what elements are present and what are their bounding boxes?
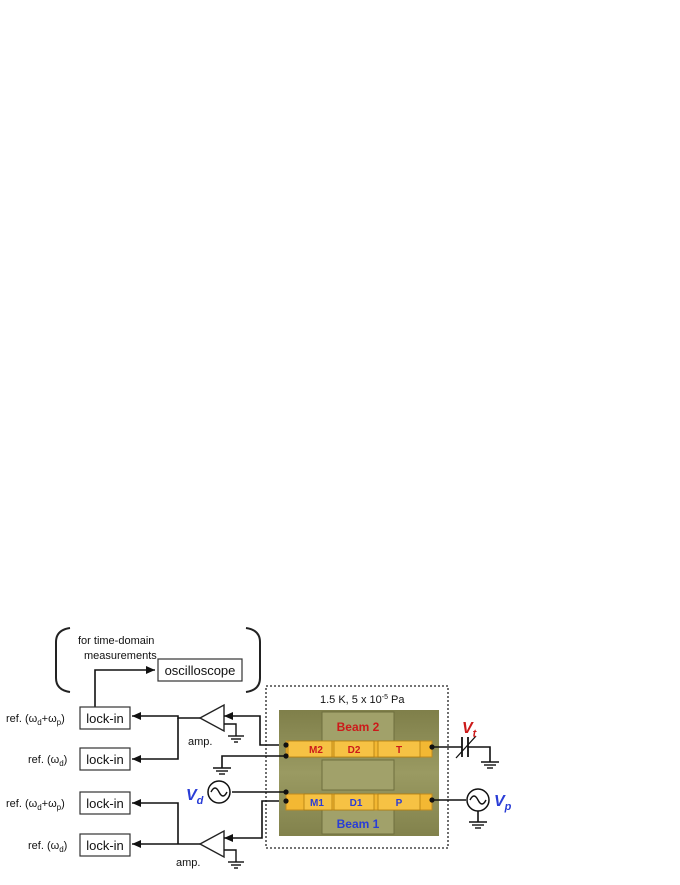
pad-d1[interactable] xyxy=(333,793,375,811)
lockin-label-2: lock-in xyxy=(86,752,124,767)
vt-source-group: Vt xyxy=(432,720,499,769)
pad-t[interactable] xyxy=(377,740,421,758)
vd-label: Vd xyxy=(186,787,204,807)
contact-dot xyxy=(283,742,289,748)
pad-label-d2: D2 xyxy=(348,745,361,756)
pad-label-t: T xyxy=(396,745,402,756)
ref-label-2: ref. (ωd) xyxy=(28,754,67,768)
vp-source-group: Vp xyxy=(432,788,512,829)
time-domain-group: for time-domain measurements oscilloscop… xyxy=(55,627,261,707)
lockin-to-scope-wire xyxy=(94,666,155,707)
reference-labels: ref. (ωd+ωp) ref. (ωd) ref. (ωd+ωp) ref.… xyxy=(6,713,67,854)
pad-label-d1: D1 xyxy=(350,798,363,809)
pad-d2[interactable] xyxy=(333,740,375,758)
amp-top-to-lockin2 xyxy=(132,718,179,763)
amp-label-bottom: amp. xyxy=(176,857,200,869)
pad-label-m2: M2 xyxy=(309,745,323,756)
left-bracket xyxy=(55,627,71,693)
m2-to-amp-top xyxy=(224,712,286,746)
m1-to-amp-bottom xyxy=(224,800,286,842)
right-bracket xyxy=(245,627,261,693)
sine-icon xyxy=(469,795,487,805)
amp-bottom-to-lockin3 xyxy=(132,799,179,844)
vp-label: Vp xyxy=(494,793,512,813)
lockin-box-4[interactable] xyxy=(79,833,131,857)
pad-m2[interactable] xyxy=(287,740,333,758)
oscilloscope-label: oscilloscope xyxy=(165,663,236,678)
beam2-title: Beam 2 xyxy=(337,720,380,734)
lockin-column: lock-in lock-in lock-in lock-in xyxy=(79,706,131,857)
chip-micrograph: M2 D2 T Beam 2 M1 D1 P Beam 1 xyxy=(279,710,439,836)
bottom-amplifier-group: amp. xyxy=(132,799,286,869)
ref-label-4: ref. (ωd) xyxy=(28,840,67,854)
amp-label-top: amp. xyxy=(188,736,212,748)
contact-dot xyxy=(283,798,289,804)
amp-bottom-ground-wire xyxy=(224,849,237,862)
pad-label-p: P xyxy=(396,798,403,809)
middle-cavity xyxy=(321,759,395,791)
time-domain-label-1: for time-domain xyxy=(78,635,154,647)
beam1-cavity xyxy=(321,809,395,835)
variable-arrow-icon xyxy=(455,735,477,759)
lockin-label-1: lock-in xyxy=(86,711,124,726)
time-domain-label-2: measurements xyxy=(84,650,157,662)
beam1-title: Beam 1 xyxy=(337,817,380,831)
top-amplifier-group: amp. xyxy=(132,703,286,763)
pad-p[interactable] xyxy=(377,793,421,811)
lockin-label-3: lock-in xyxy=(86,796,124,811)
chamber-conditions: 1.5 K, 5 x 10-5 Pa xyxy=(320,694,405,706)
lockin-box-2[interactable] xyxy=(79,747,131,771)
pad-label-m1: M1 xyxy=(310,798,324,809)
bottom-amplifier-icon xyxy=(198,829,225,859)
amp-top-ground-wire xyxy=(224,723,237,736)
vd-source-group: Vd xyxy=(186,780,286,807)
vt-label: Vt xyxy=(462,720,478,740)
lockin-label-4: lock-in xyxy=(86,838,124,853)
sine-icon xyxy=(210,787,228,797)
top-amplifier-icon xyxy=(198,703,225,733)
ref-label-1: ref. (ωd+ωp) xyxy=(6,713,65,727)
pad-m1[interactable] xyxy=(303,793,333,811)
lockin-box-3[interactable] xyxy=(79,791,131,815)
ref-label-3: ref. (ωd+ωp) xyxy=(6,798,65,812)
beam2-cavity xyxy=(321,711,395,745)
lockin-box-1[interactable] xyxy=(79,706,131,730)
vt-wire-right xyxy=(468,746,491,762)
oscilloscope-box[interactable] xyxy=(157,658,243,682)
d2-ground-wire xyxy=(221,755,286,768)
amp-top-to-lockin1 xyxy=(132,712,200,720)
